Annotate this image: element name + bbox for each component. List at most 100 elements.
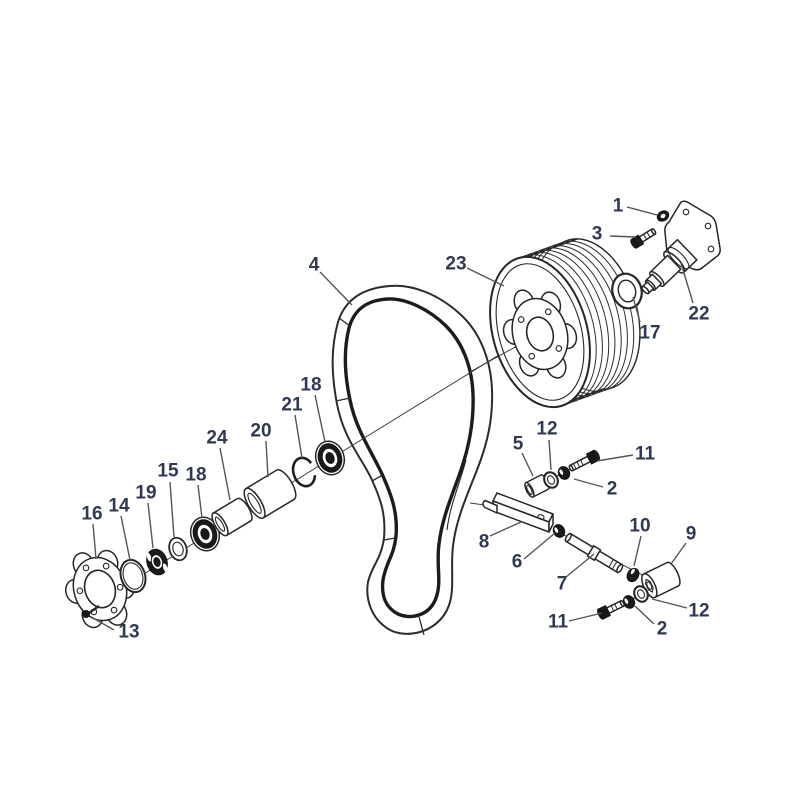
part-number-label: 24 <box>206 428 228 449</box>
part-number-label: 11 <box>635 444 656 465</box>
part-number-label: 8 <box>479 532 490 553</box>
callout-12: 12 <box>651 598 710 622</box>
leader-line <box>120 515 131 561</box>
belt-width-tick <box>418 616 425 636</box>
spacer-sleeve <box>524 474 550 498</box>
leader-line <box>319 271 353 306</box>
callout-16: 16 <box>81 504 103 560</box>
callout-24: 24 <box>206 428 231 501</box>
leader-line <box>633 535 642 567</box>
leader-line <box>466 267 505 287</box>
callout-19: 19 <box>135 483 157 549</box>
hex-bolt-upper <box>568 449 600 472</box>
callout-2: 2 <box>634 605 668 640</box>
part-number-label: 19 <box>135 483 156 504</box>
callout-7: 7 <box>557 553 595 595</box>
belt-outer-edge <box>331 284 494 635</box>
belt-width-tick <box>335 397 351 402</box>
callout-20: 20 <box>250 421 272 478</box>
drive-belt <box>331 284 494 636</box>
bearing-right <box>314 440 346 476</box>
leader-line <box>521 452 534 477</box>
belt-width-tick <box>338 317 351 327</box>
part-number-label: 22 <box>688 304 709 325</box>
grooved-pulley <box>469 238 641 409</box>
part-number-label: 5 <box>513 434 524 455</box>
part-number-label: 14 <box>108 496 130 517</box>
nut-arm-end <box>552 524 566 538</box>
stepped-shaft <box>641 238 698 295</box>
callout-13: 13 <box>92 617 140 643</box>
callout-11: 11 <box>548 612 603 633</box>
leader-line <box>548 439 552 471</box>
callout-6: 6 <box>512 532 556 573</box>
leader-line <box>219 447 231 501</box>
hex-bolt-top <box>630 228 657 249</box>
snap-ring <box>291 456 317 488</box>
part-number-label: 20 <box>250 421 271 442</box>
part-number-label: 1 <box>613 196 624 217</box>
callout-15: 15 <box>157 461 179 538</box>
leader-line <box>92 523 97 560</box>
callout-21: 21 <box>281 395 303 459</box>
lock-washer <box>656 210 670 222</box>
flanged-hub <box>64 549 136 629</box>
spacer-bushing-large <box>243 469 297 519</box>
callout-23: 23 <box>445 254 505 287</box>
leader-line <box>147 502 154 549</box>
leader-line <box>169 481 175 538</box>
callout-8: 8 <box>479 521 522 553</box>
leader-line <box>565 553 595 578</box>
leader-line <box>294 414 303 459</box>
shaft-mount-assembly <box>641 200 721 295</box>
small-bolt <box>82 605 100 618</box>
part-number-label: 18 <box>300 375 321 396</box>
part-number-label: 7 <box>557 574 568 595</box>
pulley-hub <box>502 289 578 379</box>
part-number-label: 15 <box>157 461 179 482</box>
part-number-label: 13 <box>118 622 139 643</box>
callout-14: 14 <box>108 496 131 561</box>
callout-3: 3 <box>592 224 636 245</box>
leader-line <box>573 478 604 488</box>
nut-top <box>557 466 571 480</box>
pulley-rim-inner-edge <box>495 263 585 401</box>
callout-1: 1 <box>613 196 658 217</box>
leader-line <box>92 617 115 631</box>
idler-arm-block <box>482 492 554 533</box>
part-number-label: 21 <box>281 395 303 416</box>
part-number-label: 9 <box>686 524 697 545</box>
part-number-label: 12 <box>536 419 557 440</box>
part-number-label: 4 <box>309 255 320 276</box>
tension-rod <box>564 532 624 574</box>
callout-4: 4 <box>309 255 353 306</box>
leader-line <box>314 394 326 443</box>
belt-side-edge <box>446 459 467 531</box>
part-number-label: 3 <box>592 224 603 245</box>
callout-22: 22 <box>680 262 710 325</box>
washer-top <box>543 471 559 489</box>
callout-2: 2 <box>573 478 618 500</box>
part-number-label: 23 <box>445 254 466 275</box>
part-number-label: 17 <box>639 323 660 344</box>
ring-seal <box>119 558 147 594</box>
clevis-slot <box>482 499 498 514</box>
spacer-bushing-small <box>211 497 253 537</box>
part-number-label: 2 <box>607 479 618 500</box>
callout-17: 17 <box>632 296 661 344</box>
part-number-label: 18 <box>185 465 206 486</box>
part-number-label: 16 <box>81 504 102 525</box>
leader-line <box>626 206 658 216</box>
belt-width-tick <box>371 474 384 482</box>
part-number-label: 2 <box>657 619 668 640</box>
bearing-left <box>189 516 221 552</box>
callout-11: 11 <box>596 444 656 465</box>
leader-line <box>197 484 203 519</box>
callout-18: 18 <box>185 465 207 519</box>
part-number-label: 12 <box>688 601 709 622</box>
callout-5: 5 <box>513 434 534 477</box>
leader-line <box>680 262 694 304</box>
leader-line <box>670 542 687 565</box>
